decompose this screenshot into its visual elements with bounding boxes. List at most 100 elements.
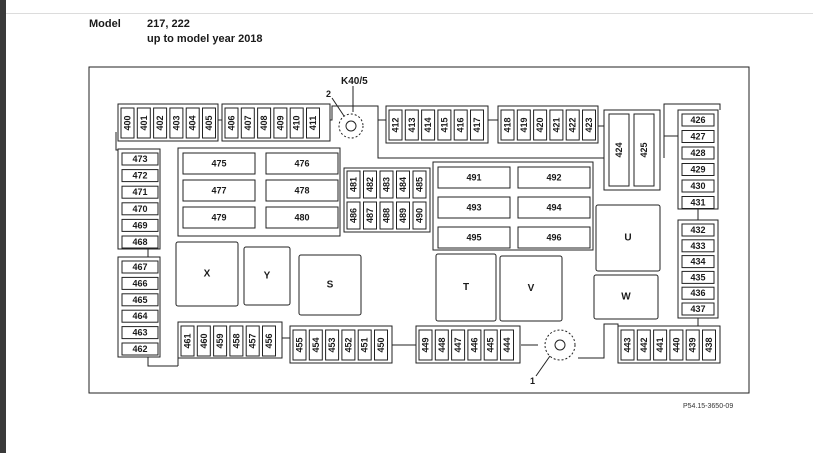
fuse-label-439: 439 — [688, 337, 698, 352]
fuse-label-408: 408 — [259, 115, 269, 130]
fuse-483 — [379, 170, 394, 199]
fuse-468 — [121, 235, 159, 249]
relay-block-label-s: S — [327, 280, 334, 291]
relay-label: K40/5 — [341, 76, 368, 87]
fuse-label-495: 495 — [466, 233, 481, 243]
fuse-label-479: 479 — [211, 213, 226, 223]
fuse-486 — [346, 201, 361, 230]
fuse-415 — [437, 109, 452, 141]
fuse-label-415: 415 — [439, 117, 449, 132]
fuse-label-460: 460 — [199, 333, 209, 348]
fuse-433 — [681, 239, 715, 253]
fuse-label-489: 489 — [398, 208, 408, 223]
fuse-490 — [412, 201, 427, 230]
fuse-462 — [121, 342, 159, 356]
socket-1-circle — [544, 329, 576, 361]
relay-block-w — [593, 274, 659, 320]
fuse-group-top_row_a — [117, 103, 219, 142]
fuse-label-491: 491 — [466, 173, 481, 183]
fuse-402 — [153, 107, 168, 139]
fuse-430 — [681, 179, 715, 193]
relay-block-v — [499, 255, 563, 322]
fuse-469 — [121, 218, 159, 232]
fuse-491 — [437, 166, 511, 189]
fuse-label-428: 428 — [690, 148, 705, 158]
fuse-label-490: 490 — [415, 208, 425, 223]
connector-line — [578, 323, 619, 359]
fuse-label-441: 441 — [655, 337, 665, 352]
fuse-424 — [608, 113, 630, 187]
fuse-label-473: 473 — [132, 154, 147, 164]
model-year: up to model year 2018 — [147, 33, 263, 45]
fuse-493 — [437, 196, 511, 219]
fuse-444 — [500, 329, 514, 361]
fuse-label-483: 483 — [382, 177, 392, 192]
fuse-label-475: 475 — [211, 159, 226, 169]
fuse-label-470: 470 — [132, 204, 147, 214]
fuse-label-481: 481 — [349, 177, 359, 192]
fuse-label-420: 420 — [535, 117, 545, 132]
fuse-label-493: 493 — [466, 203, 481, 213]
fuse-417 — [470, 109, 484, 141]
fuse-label-468: 468 — [132, 237, 147, 247]
fuse-label-440: 440 — [671, 337, 681, 352]
fuse-450 — [374, 329, 388, 361]
fuse-label-482: 482 — [365, 177, 375, 192]
left-edge-bar — [0, 0, 6, 453]
relay-block-label-t: T — [463, 282, 469, 293]
fuse-418 — [500, 109, 515, 141]
fuse-427 — [681, 130, 715, 143]
model-value: 217, 222 — [147, 18, 190, 30]
fuse-label-449: 449 — [421, 337, 431, 352]
fuse-405 — [202, 107, 216, 139]
fuse-454 — [308, 329, 323, 361]
fuse-label-450: 450 — [376, 337, 386, 352]
fuse-477 — [182, 179, 256, 202]
fuse-400 — [120, 107, 135, 139]
fuse-label-426: 426 — [690, 115, 705, 125]
fuse-480 — [265, 206, 339, 229]
fuse-452 — [341, 329, 356, 361]
fuse-label-477: 477 — [211, 186, 226, 196]
fuse-421 — [549, 109, 564, 141]
fuse-473 — [121, 152, 159, 166]
fuse-label-443: 443 — [623, 337, 633, 352]
fuse-459 — [213, 325, 228, 357]
fuse-label-430: 430 — [690, 181, 705, 191]
fuse-label-462: 462 — [132, 344, 147, 354]
fuse-label-401: 401 — [139, 115, 149, 130]
fuse-428 — [681, 146, 715, 160]
fuse-431 — [681, 196, 715, 209]
relay-block-s — [298, 254, 362, 316]
fuse-group-top_row_d — [497, 105, 599, 144]
fuse-label-414: 414 — [423, 117, 433, 132]
fuse-453 — [325, 329, 340, 361]
fuse-label-403: 403 — [171, 115, 181, 130]
fuse-label-432: 432 — [690, 225, 705, 235]
fuse-group-left_col_top — [117, 148, 161, 250]
fuse-467 — [121, 260, 159, 274]
fuse-440 — [669, 329, 684, 361]
fuse-456 — [262, 325, 276, 357]
fuse-461 — [180, 325, 195, 357]
fuse-label-404: 404 — [188, 115, 198, 130]
fuse-448 — [434, 329, 449, 361]
fuse-432 — [681, 223, 715, 237]
relay-block-t — [435, 253, 497, 322]
fuse-label-421: 421 — [551, 117, 561, 132]
fuse-label-480: 480 — [294, 213, 309, 223]
fuse-458 — [229, 325, 244, 357]
fuse-label-423: 423 — [584, 117, 594, 132]
fuse-label-478: 478 — [294, 186, 309, 196]
fuse-label-448: 448 — [437, 337, 447, 352]
connector-line — [330, 105, 386, 121]
fuse-label-431: 431 — [690, 198, 705, 208]
fuse-471 — [121, 185, 159, 199]
fuse-442 — [636, 329, 651, 361]
socket-1-inner — [554, 339, 566, 351]
callout-2: 2 — [326, 89, 331, 99]
fuse-475 — [182, 152, 256, 175]
fuse-label-429: 429 — [690, 165, 705, 175]
fuse-407 — [240, 107, 255, 139]
